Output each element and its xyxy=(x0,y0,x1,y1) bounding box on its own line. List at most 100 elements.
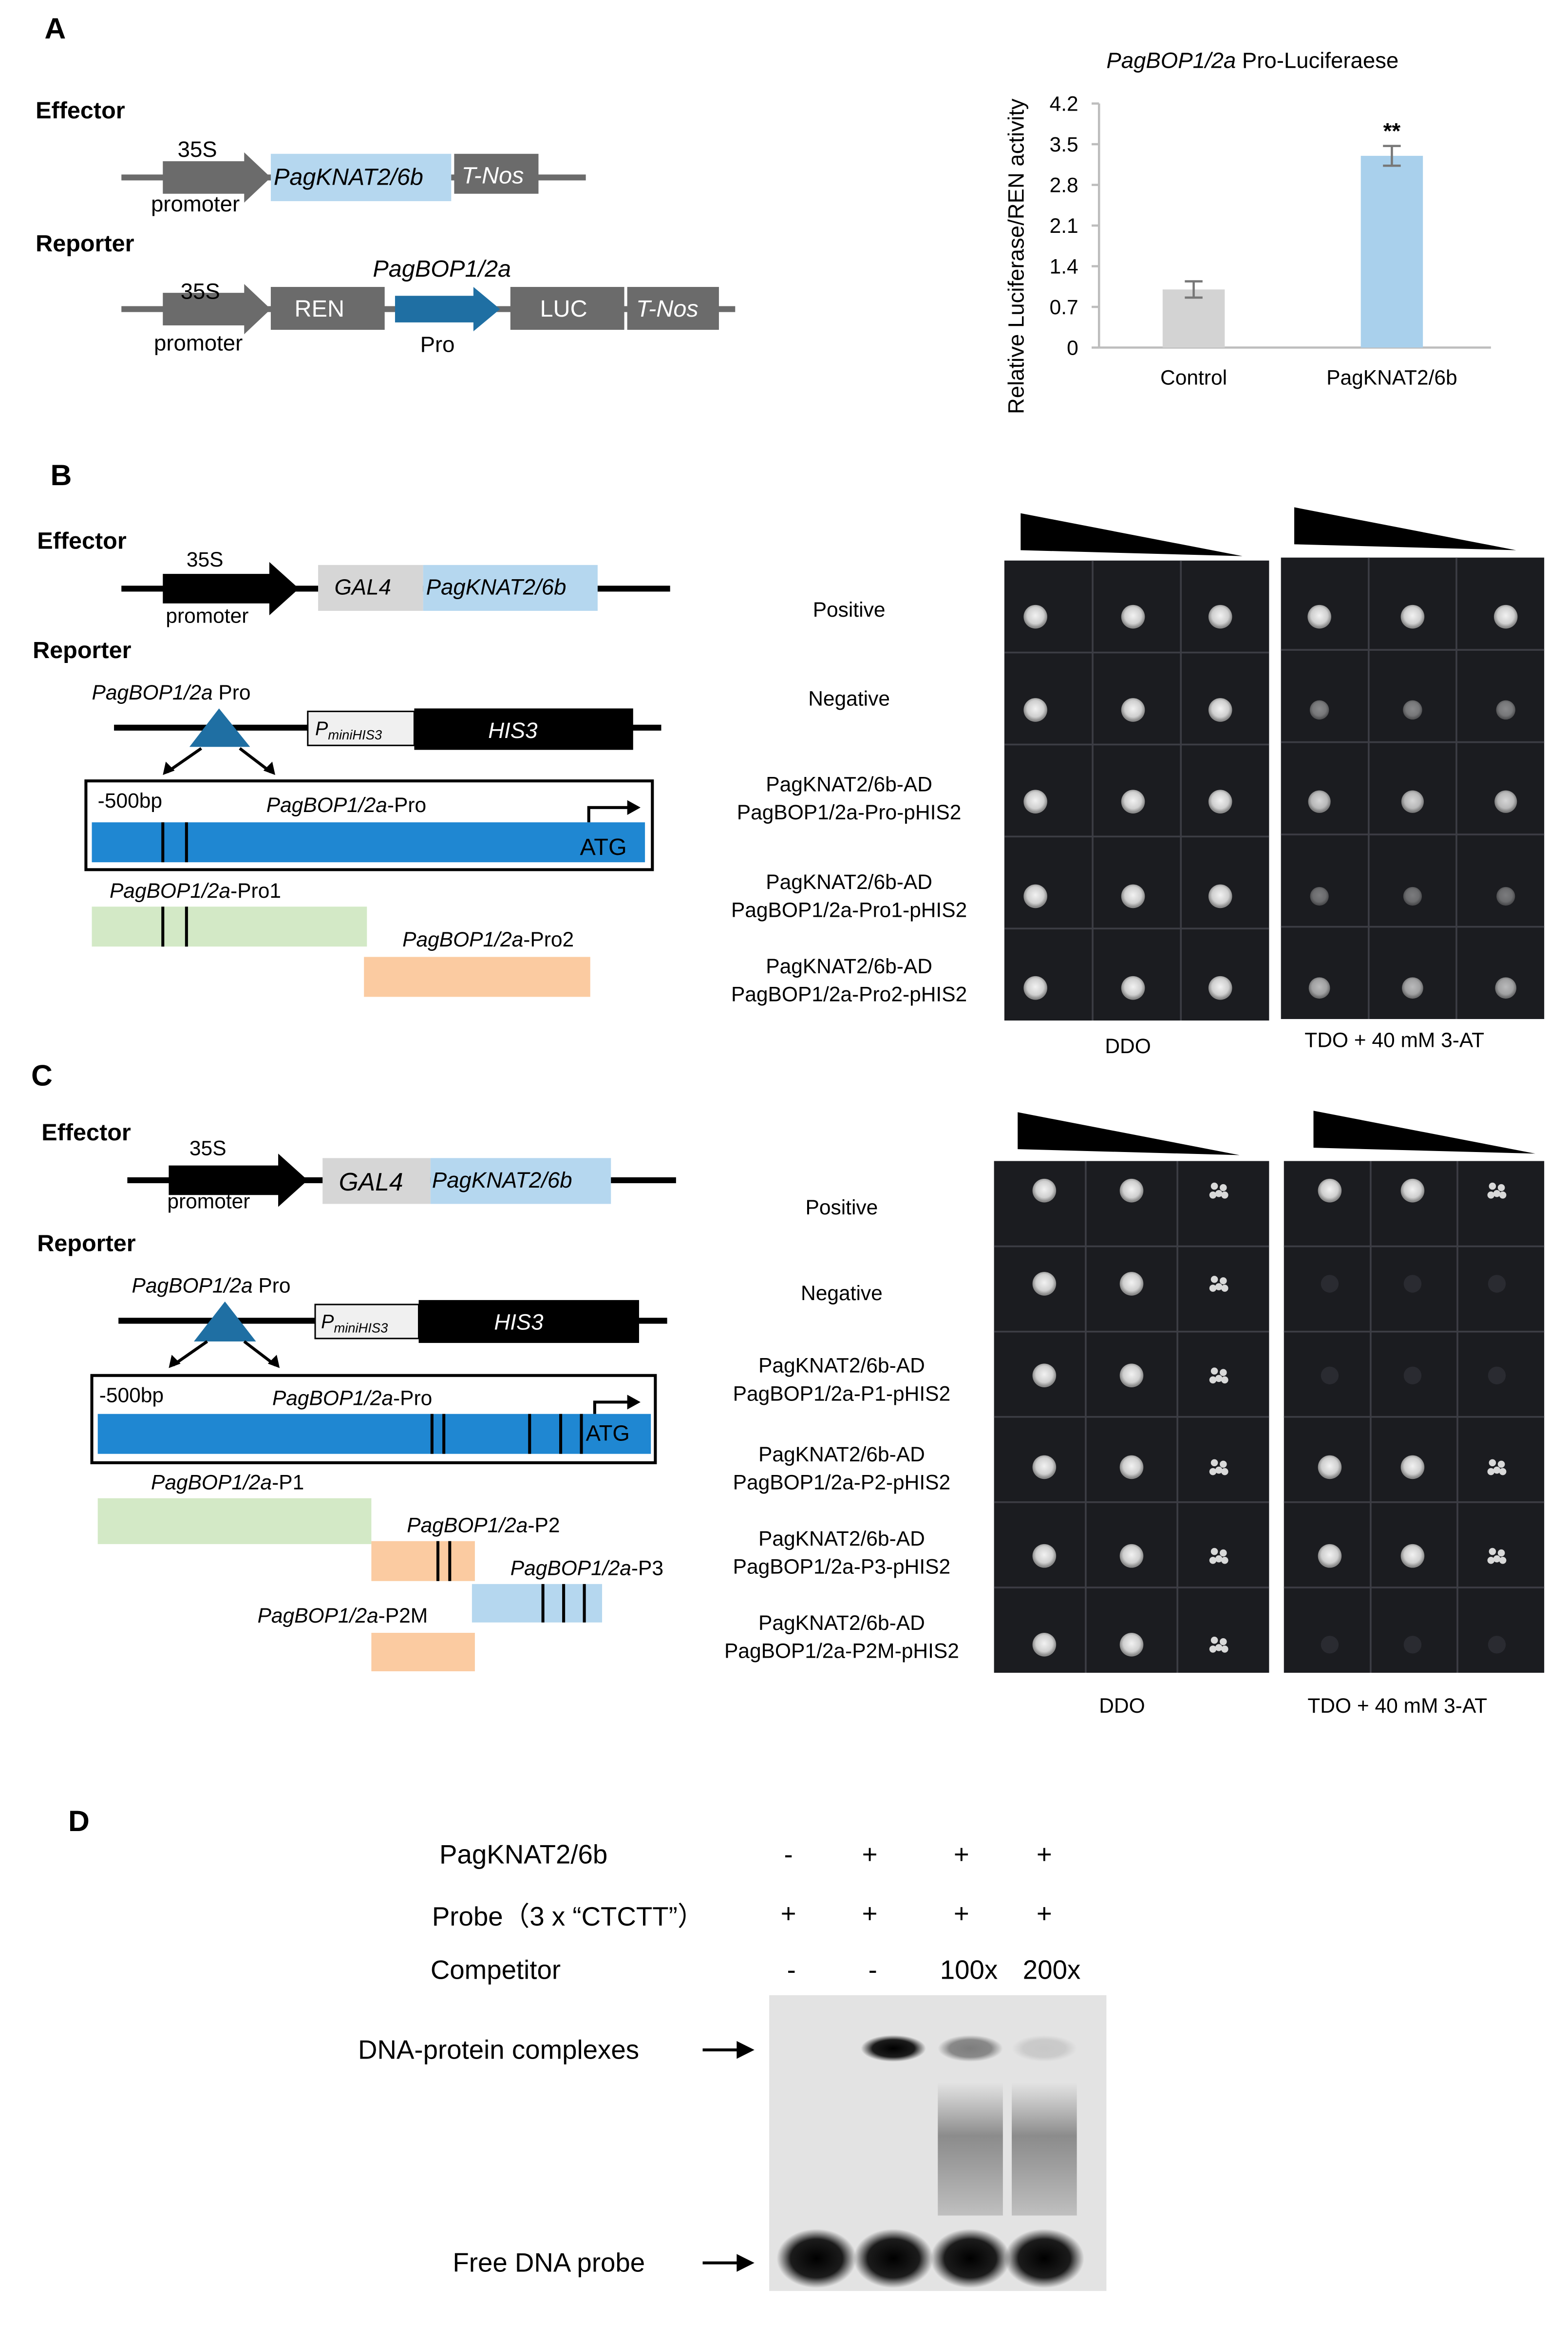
b-atg-label: ATG xyxy=(580,834,626,860)
effector-gene-box xyxy=(270,153,452,201)
yeast-spot xyxy=(1400,1178,1425,1203)
yeast-spot xyxy=(1401,790,1424,813)
b-promoter-arrow xyxy=(163,562,299,616)
yeast-spot xyxy=(1208,605,1232,629)
c-his3-label: HIS3 xyxy=(494,1310,543,1335)
yeast-spot xyxy=(1318,1178,1342,1203)
promoter-text: promoter xyxy=(151,191,240,216)
yeast-colony xyxy=(1210,1459,1218,1467)
yeast-colony xyxy=(1210,1367,1218,1375)
row-label: Positive xyxy=(813,599,886,622)
b-pmini-box xyxy=(307,710,415,746)
yeast-spot xyxy=(1307,605,1331,629)
yeast-spot xyxy=(1402,977,1423,999)
yeast-colony xyxy=(1221,1468,1228,1475)
chart-ylabel: Relative Luciferase/REN activity xyxy=(1003,98,1028,414)
lane-competitor-mark: 200x xyxy=(1023,1955,1081,1985)
b-frag2-label: PagBOP1/2a-Pro2 xyxy=(402,928,574,951)
yeast-spot xyxy=(1023,605,1047,629)
yeast-colony xyxy=(1219,1184,1227,1191)
b-effector-gene-box xyxy=(423,565,598,611)
d-complex-label: DNA-protein complexes xyxy=(358,2035,639,2064)
c-row-labels: PositiveNegativePagKNAT2/6b-ADPagBOP1/2a… xyxy=(724,1196,959,1663)
yeast-colony xyxy=(1499,1556,1507,1564)
panel-c-label: C xyxy=(31,1059,53,1092)
yeast-spot xyxy=(1310,887,1329,906)
yeast-spot xyxy=(1119,1272,1144,1296)
b-plate-grid xyxy=(1004,557,1545,1021)
b-tss-arrow xyxy=(587,806,633,823)
yeast-spot-empty xyxy=(1403,1275,1422,1293)
x-tick-label: PagKNAT2/6b xyxy=(1326,366,1457,389)
y-ticks: 00.71.42.12.83.54.2 xyxy=(1050,93,1099,360)
yeast-colony xyxy=(1497,1549,1505,1557)
y-tick-label: 0.7 xyxy=(1050,296,1078,319)
b-zoom-arrowhead-left xyxy=(163,761,175,775)
yeast-colony xyxy=(1221,1285,1228,1292)
c-promoter-text: promoter xyxy=(167,1191,250,1213)
effector-title: Effector xyxy=(36,97,125,124)
yeast-spot xyxy=(1032,1363,1057,1388)
yeast-spot xyxy=(1308,790,1331,813)
panel-d: D PagKNAT2/6b Probe（3 x “CTCTT”） Competi… xyxy=(68,1804,1107,2291)
ren-label: REN xyxy=(294,296,344,322)
lane-protein-mark: + xyxy=(862,1840,878,1870)
row-label: Negative xyxy=(808,687,890,710)
b-spots xyxy=(1023,605,1518,1000)
c-atg-label: ATG xyxy=(586,1420,630,1445)
yeast-spot xyxy=(1208,698,1232,722)
c-tss-arrow xyxy=(593,1400,633,1414)
yeast-spot-empty xyxy=(1403,1636,1422,1654)
yeast-colony xyxy=(1489,1459,1496,1467)
c-spots xyxy=(1032,1178,1507,1657)
b-frag2-bar xyxy=(364,957,590,997)
b-gal4-label: GAL4 xyxy=(334,575,391,600)
yeast-spot xyxy=(1400,1455,1425,1479)
b-insert-triangle xyxy=(189,708,250,747)
yeast-colony xyxy=(1215,1283,1223,1290)
c-gal4-box xyxy=(322,1158,431,1204)
yeast-colony xyxy=(1497,1184,1505,1191)
row-label-line1: PagKNAT2/6b-AD xyxy=(758,1355,925,1378)
yeast-spot xyxy=(1121,976,1145,1000)
c-his3-box xyxy=(418,1300,639,1343)
c-tdo-dilution-wedge xyxy=(1313,1111,1535,1154)
c-tss-arrowhead xyxy=(627,1395,641,1410)
b-promoter-text: promoter xyxy=(166,605,248,627)
yeast-spot-empty xyxy=(1321,1366,1339,1384)
y-tick-label: 1.4 xyxy=(1050,256,1078,279)
lane-competitor-mark: - xyxy=(787,1955,796,1985)
b-pmini-label: PminiHIS3 xyxy=(315,718,382,742)
c-insert-triangle xyxy=(194,1301,256,1342)
yeast-colony xyxy=(1487,1556,1495,1564)
b-reporter-title: Reporter xyxy=(33,637,132,663)
target-gene-label: PagBOP1/2a xyxy=(373,256,511,282)
b-zoom-line-left xyxy=(166,747,202,774)
b-pro-label: PagBOP1/2a Pro xyxy=(92,681,251,704)
yeast-spot xyxy=(1121,605,1145,629)
yeast-colony xyxy=(1209,1468,1217,1475)
yeast-spot xyxy=(1119,1178,1144,1203)
c-effector-gene-box xyxy=(430,1158,611,1204)
y-tick-label: 2.8 xyxy=(1050,174,1078,197)
yeast-colony xyxy=(1210,1182,1218,1190)
b-zoom-frame xyxy=(84,779,654,871)
promoter-35s-text: 35S xyxy=(178,137,217,162)
reporter-promoter-arrow xyxy=(163,284,271,335)
c-reporter-title: Reporter xyxy=(37,1230,136,1257)
lane-probe-mark: + xyxy=(1037,1899,1052,1928)
c-effector-gene-label: PagKNAT2/6b xyxy=(432,1168,572,1192)
chart-title: PagBOP1/2a Pro-Luciferaese xyxy=(1106,48,1398,73)
yeast-colony xyxy=(1221,1556,1228,1564)
target-promoter-arrow xyxy=(395,287,500,332)
panel-b: B Effector 35S promoter GAL4 PagKNAT2/6b… xyxy=(33,458,1545,1058)
complex-band xyxy=(861,2035,926,2062)
yeast-spot xyxy=(1121,884,1145,908)
c-p1-bar xyxy=(97,1498,372,1544)
yeast-colony xyxy=(1210,1276,1218,1283)
bar-0 xyxy=(1162,289,1225,348)
d-lane-markers: -+-++-++100x++200x xyxy=(781,1840,1081,1985)
lane-protein-mark: - xyxy=(784,1840,793,1870)
yeast-colony xyxy=(1221,1376,1228,1384)
y-tick-label: 0 xyxy=(1067,337,1078,360)
